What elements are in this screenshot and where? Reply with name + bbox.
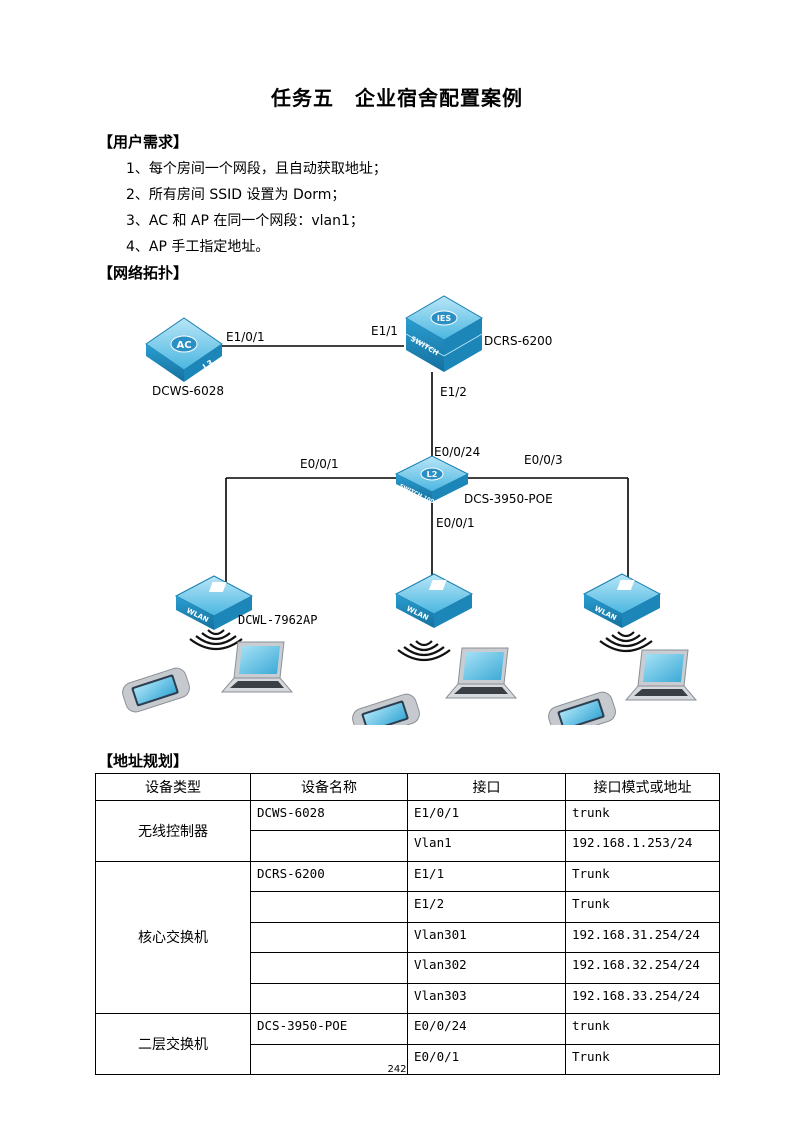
interface-cell: E0/0/24 [407,1013,566,1045]
section-heading-topology: 【网络拓扑】 [98,264,189,282]
requirement-item: 2、所有房间 SSID 设置为 Dorm； [126,187,346,203]
requirement-item: 1、每个房间一个网段，且自动获取地址； [126,161,387,177]
table-header-row: 设备类型 设备名称 接口 接口模式或地址 [95,773,720,801]
interface-cell: Vlan303 [407,982,566,1014]
device-label-l2: DCS-3950-POE [464,492,553,506]
port-label: E1/1 [371,324,398,338]
address-cell: 192.168.1.253/24 [565,830,720,862]
address-cell: 192.168.31.254/24 [565,921,720,953]
device-name-cell [250,830,408,862]
interface-cell: E1/2 [407,891,566,923]
address-cell: Trunk [565,891,720,923]
table-row: Vlan302 192.168.32.254/24 [96,952,720,984]
l2-switch-icon: L2 SWITCH 1000M [394,455,470,509]
device-name-cell [250,891,408,923]
device-name-cell [250,982,408,1014]
device-name-cell: DCWS-6028 [250,799,408,831]
core-switch-icon: IES SWITCH [405,295,483,372]
laptop-icon [445,647,517,699]
connection-lines [216,345,629,588]
access-point-icon: WLAN [174,575,254,630]
ac-controller-icon: AC L3 [145,317,223,382]
requirement-item: 3、AC 和 AP 在同一个网段：vlan1； [126,213,364,229]
smartphone-icon [545,689,619,725]
address-cell: Trunk [565,860,720,892]
l2-badge-label: L2 [427,470,438,479]
device-type-cell: 核心交换机 [95,860,251,1014]
table-row: Vlan301 192.168.31.254/24 [96,921,720,953]
section-heading-requirements: 【用户需求】 [98,133,189,151]
address-cell: 192.168.33.254/24 [565,982,720,1014]
port-label: E0/0/24 [434,445,480,459]
interface-cell: Vlan301 [407,921,566,953]
device-name-cell [250,1043,408,1075]
interface-cell: Vlan302 [407,952,566,984]
device-name-cell [250,952,408,984]
port-label: E0/0/3 [524,453,563,467]
column-header: 接口 [407,773,566,801]
interface-cell: Vlan1 [407,830,566,862]
address-plan-table: 设备类型 设备名称 接口 接口模式或地址 无线控制器 DCWS-6028 E1/… [95,773,720,1075]
address-cell: trunk [565,1013,720,1045]
device-type-cell: 二层交换机 [95,1013,251,1075]
table-row: E0/0/1 Trunk [96,1043,720,1075]
table-row: E1/2 Trunk [96,891,720,923]
device-label-ac: DCWS-6028 [152,384,224,398]
wifi-signal-icon [396,639,452,662]
port-label: E1/0/1 [226,330,265,344]
page-title: 任务五 企业宿舍配置案例 [271,86,523,110]
port-label: E1/2 [440,385,467,399]
laptop-icon [221,641,293,693]
column-header: 接口模式或地址 [565,773,720,801]
ac-badge-label: AC [176,340,191,351]
smartphone-icon [349,691,423,725]
interface-cell: E0/0/1 [407,1043,566,1075]
device-type-cell: 无线控制器 [95,799,251,862]
wifi-signal-icon [188,628,244,651]
interface-cell: E1/0/1 [407,799,566,831]
table-row: 二层交换机 DCS-3950-POE E0/0/24 trunk [95,1013,720,1075]
column-header: 设备类型 [95,773,251,801]
wifi-signal-icon [598,630,654,653]
address-cell: Trunk [565,1043,720,1075]
page-number: 242 [387,1064,407,1075]
address-cell: trunk [565,799,720,831]
device-name-cell [250,921,408,953]
interface-cell: E1/1 [407,860,566,892]
address-cell: 192.168.32.254/24 [565,952,720,984]
device-name-cell: DCRS-6200 [250,860,408,892]
device-name-cell: DCS-3950-POE [250,1013,408,1045]
table-row: 核心交换机 DCRS-6200 E1/1 Trunk [95,860,720,1014]
access-point-icon: WLAN [582,573,662,628]
device-label-ap: DCWL-7962AP [238,613,317,627]
smartphone-icon [119,665,193,716]
network-topology-diagram: AC L3 IES SWITCH L2 SWITCH 1000M [119,295,697,725]
table-row: Vlan1 192.168.1.253/24 [96,830,720,862]
table-row: Vlan303 192.168.33.254/24 [96,982,720,1014]
access-point-icon: WLAN [394,573,474,628]
column-header: 设备名称 [250,773,408,801]
section-heading-addressing: 【地址规划】 [98,752,189,770]
requirement-item: 4、AP 手工指定地址。 [126,239,270,255]
device-label-core: DCRS-6200 [484,334,552,348]
laptop-icon [625,649,697,701]
port-label: E0/0/1 [436,516,475,530]
core-badge-label: IES [437,314,451,323]
table-row: 无线控制器 DCWS-6028 E1/0/1 trunk [95,799,720,862]
port-label: E0/0/1 [300,457,339,471]
